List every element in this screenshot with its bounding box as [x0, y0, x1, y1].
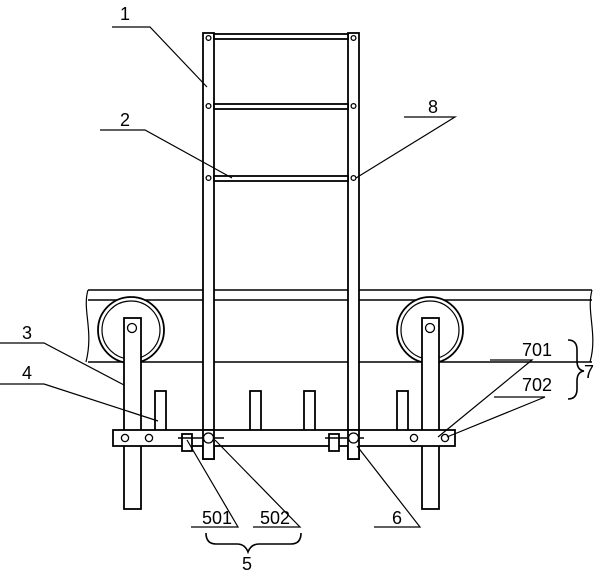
right-latch	[325, 432, 364, 452]
right-arm	[421, 317, 440, 510]
label-4: 4	[22, 363, 32, 383]
rail-lugs	[202, 429, 360, 460]
brace-5	[205, 532, 302, 555]
part-labels: 1 2 3 4 8 701 702 7 501 502 5 6	[22, 4, 594, 574]
label-5: 5	[242, 554, 252, 574]
label-3: 3	[22, 323, 32, 343]
ladder-frame	[202, 32, 360, 460]
brace-7	[567, 339, 585, 400]
label-502: 502	[260, 508, 290, 528]
label-2: 2	[120, 110, 130, 130]
cross-bar	[112, 429, 456, 447]
conveyor-belt	[85, 289, 594, 363]
label-701: 701	[522, 340, 552, 360]
label-7: 7	[584, 362, 594, 382]
label-1: 1	[120, 4, 130, 24]
label-8: 8	[428, 97, 438, 117]
left-arm	[123, 317, 142, 510]
label-702: 702	[522, 375, 552, 395]
label-6: 6	[392, 508, 402, 528]
left-latch	[178, 432, 224, 452]
leader-lines	[0, 26, 546, 528]
label-501: 501	[202, 508, 232, 528]
